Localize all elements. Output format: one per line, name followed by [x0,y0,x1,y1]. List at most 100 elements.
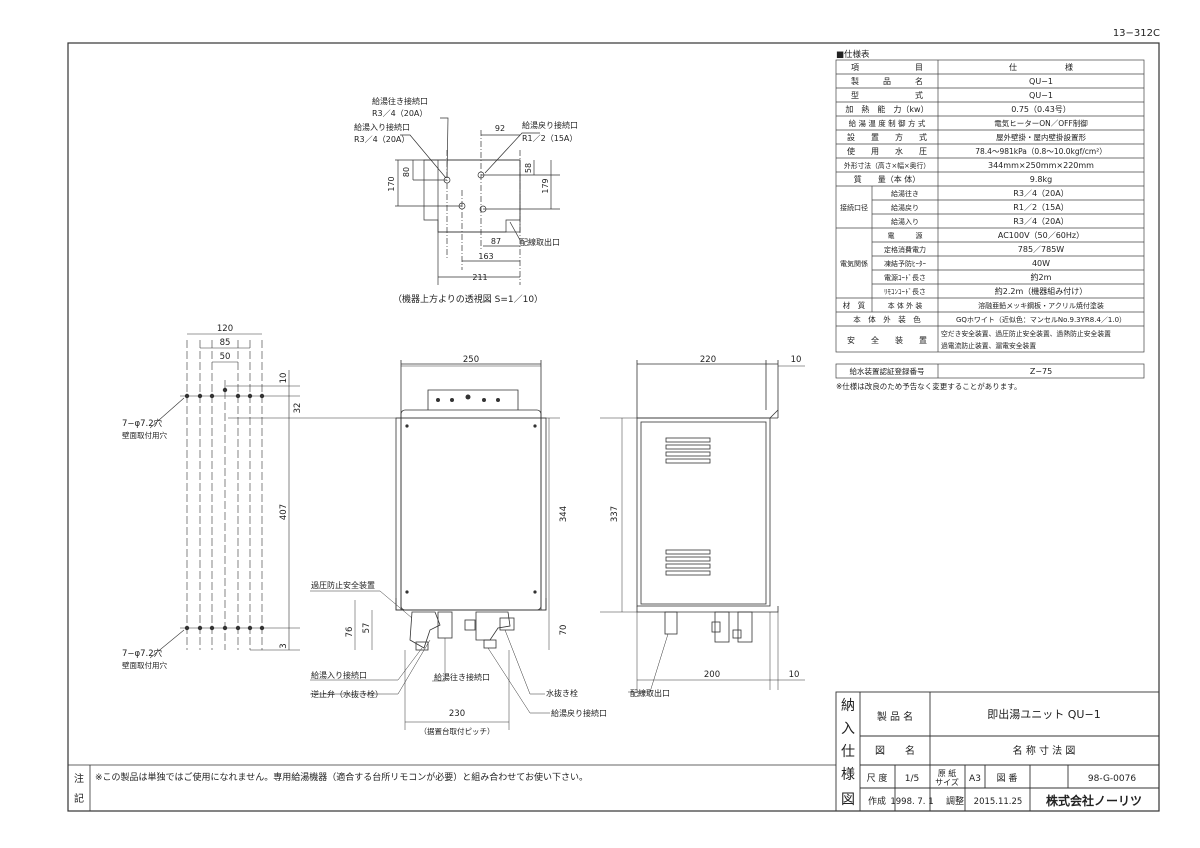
tb-side-char: 入 [841,721,855,737]
top-label-out-size: R3／4（20A） [372,109,427,118]
spec-row-value: 屋外壁掛・屋内壁掛設置形 [996,132,1086,142]
spec-row-value: 78.4〜981kPa（0.8〜10.0kgf/cm²） [975,147,1106,156]
dim-211: 211 [472,273,487,282]
top-view [395,117,560,285]
dim-80: 80 [402,167,411,177]
dim-70: 70 [559,625,569,636]
dim-344: 344 [559,506,569,522]
dim-230: 230 [449,709,465,719]
dim-3: 3 [279,643,289,648]
dim-92: 92 [495,124,505,133]
tb-drawing-value: 名 称 寸 法 図 [1013,744,1076,757]
spec-conn-label: 給湯戻り [891,203,919,212]
spec-material-value: 溶融亜鉛メッキ鋼板・アクリル焼付塗装 [978,301,1104,310]
tb-adj-value: 2015.11.25 [974,797,1023,807]
dim-170: 170 [387,176,396,191]
front-labels: 250 344 76 57 70 230 （据置台取付ピッチ） 過圧防止安全装置… [311,355,607,736]
front-label-relief: 過圧防止安全装置 [311,580,375,590]
dim-50: 50 [220,352,231,362]
spec-elec-value: 785／785W [1018,245,1065,254]
note-label-1: 注 [74,772,84,785]
top-label-ret: 給湯戻り接続口 [522,120,578,130]
tb-side-char: 図 [841,792,855,808]
hole-top-sub: 壁面取付用穴 [122,430,167,440]
dim-250: 250 [463,355,479,365]
dim-200: 200 [704,670,720,680]
front-label-in: 給湯入り接続口 [311,670,367,680]
spec-row-label: 製 品 名 [851,76,923,86]
spec-row-label: 質 量（本 体） [854,174,921,184]
hole-bot-label: 7−φ7.2穴 [122,648,163,659]
spec-row-label: 外形寸法（高さ×幅×奥行） [844,161,930,170]
spec-title: ■仕様表 [836,49,870,60]
spec-table: ■仕様表 [835,49,1145,391]
spec-material-label: 材 質 [843,300,866,310]
top-view-caption: （機器上方よりの透視図 S=1／10） [393,293,543,305]
hole-top-label: 7−φ7.2穴 [122,418,163,429]
spec-row-value: 344mm×250mm×220mm [988,161,1094,170]
tb-side-char: 納 [841,698,855,714]
front-label-ret: 給湯戻り接続口 [551,708,607,718]
tb-paper-value: A3 [969,774,981,784]
top-label-in-size: R3／4（20A） [354,135,409,144]
spec-row-label: 給 湯 温 度 制 御 方 式 [849,118,926,128]
spec-row-value: QU−1 [1029,77,1053,86]
note-text: ※この製品は単独ではご使用になれません。専用給湯機器（適合する台所リモコンが必要… [95,771,588,783]
spec-conn-group: 接続口径 [840,203,868,212]
spec-row-value: 0.75（0.43号） [1011,105,1071,114]
side-labels: 220 10 337 200 10 配線取出口 [610,355,801,698]
tb-scale-value: 1/5 [905,774,919,784]
spec-material-sub: 本 体 外 装 [888,301,923,310]
dim-76: 76 [345,627,355,638]
spec-elec-value: 約2m [1031,272,1052,282]
dim-10-bottom: 10 [789,670,800,680]
dim-407: 407 [279,504,289,520]
hole-bot-sub: 壁面取付用穴 [122,660,167,670]
spec-conn-value: R3／4（20A） [1013,217,1068,226]
tb-made-value: 1998. 7. 1 [890,797,933,807]
tb-scale-label: 尺 度 [867,772,888,784]
tb-dwgno-value: 98-G-0076 [1088,774,1136,784]
top-label-ret-size: R1／2（15A） [522,134,577,143]
front-pitch-caption: （据置台取付ピッチ） [420,726,495,736]
spec-conn-label: 給湯往き [891,189,919,198]
spec-header-item: 項 目 [851,63,923,72]
tb-side-char: 様 [841,767,855,783]
spec-conn-value: R3／4（20A） [1013,189,1068,198]
dim-58: 58 [524,163,533,173]
note-strip [68,764,836,811]
top-label-wire: 配線取出口 [520,237,560,247]
top-view-labels: 給湯往き接続口 R3／4（20A） 給湯入り接続口 R3／4（20A） 給湯戻り… [354,96,578,305]
dim-10-wall: 10 [279,373,289,384]
spec-conn-label: 給湯入り [891,217,919,226]
title-block-side: 納 入 仕 様 図 [841,698,855,808]
tb-product-value: 即出湯ユニット QU−1 [987,707,1100,721]
top-label-out: 給湯往き接続口 [372,96,428,106]
tb-paper-label: 原 紙 [938,768,957,778]
tb-adj-label: 調整 [946,795,964,807]
spec-note: ※仕様は改良のため予告なく変更することがあります。 [836,381,1022,391]
dim-337: 337 [610,506,620,522]
tb-side-char: 仕 [841,744,855,760]
dim-120: 120 [217,324,233,334]
spec-header-spec: 仕 様 [1009,62,1073,72]
front-label-out: 給湯往き接続口 [434,672,490,682]
spec-elec-label: 電 源 [888,231,923,240]
spec-finish-value: GQホワイト（近似色：マンセルNo.9.3YR8.4／1.0） [956,315,1126,324]
tb-drawing-label: 図 名 [875,744,915,757]
spec-cert-label: 給水装置認証登録番号 [850,366,925,376]
tb-paper-label-2: サイズ [935,777,959,787]
dim-220: 220 [700,355,716,365]
side-view [600,360,805,693]
top-label-in: 給湯入り接続口 [354,122,410,132]
front-view-details [405,394,537,594]
dim-179: 179 [541,178,550,193]
tb-company: 株式会社ノーリツ [1046,793,1142,808]
dim-87: 87 [491,237,501,246]
spec-row-value: QU−1 [1029,91,1053,100]
spec-elec-label: 電源ｺｰﾄﾞ長さ [884,273,926,282]
spec-row-value: 電気ヒーターON／OFF制御 [994,118,1088,128]
wall-holes [184,387,265,631]
dim-85: 85 [220,338,231,348]
